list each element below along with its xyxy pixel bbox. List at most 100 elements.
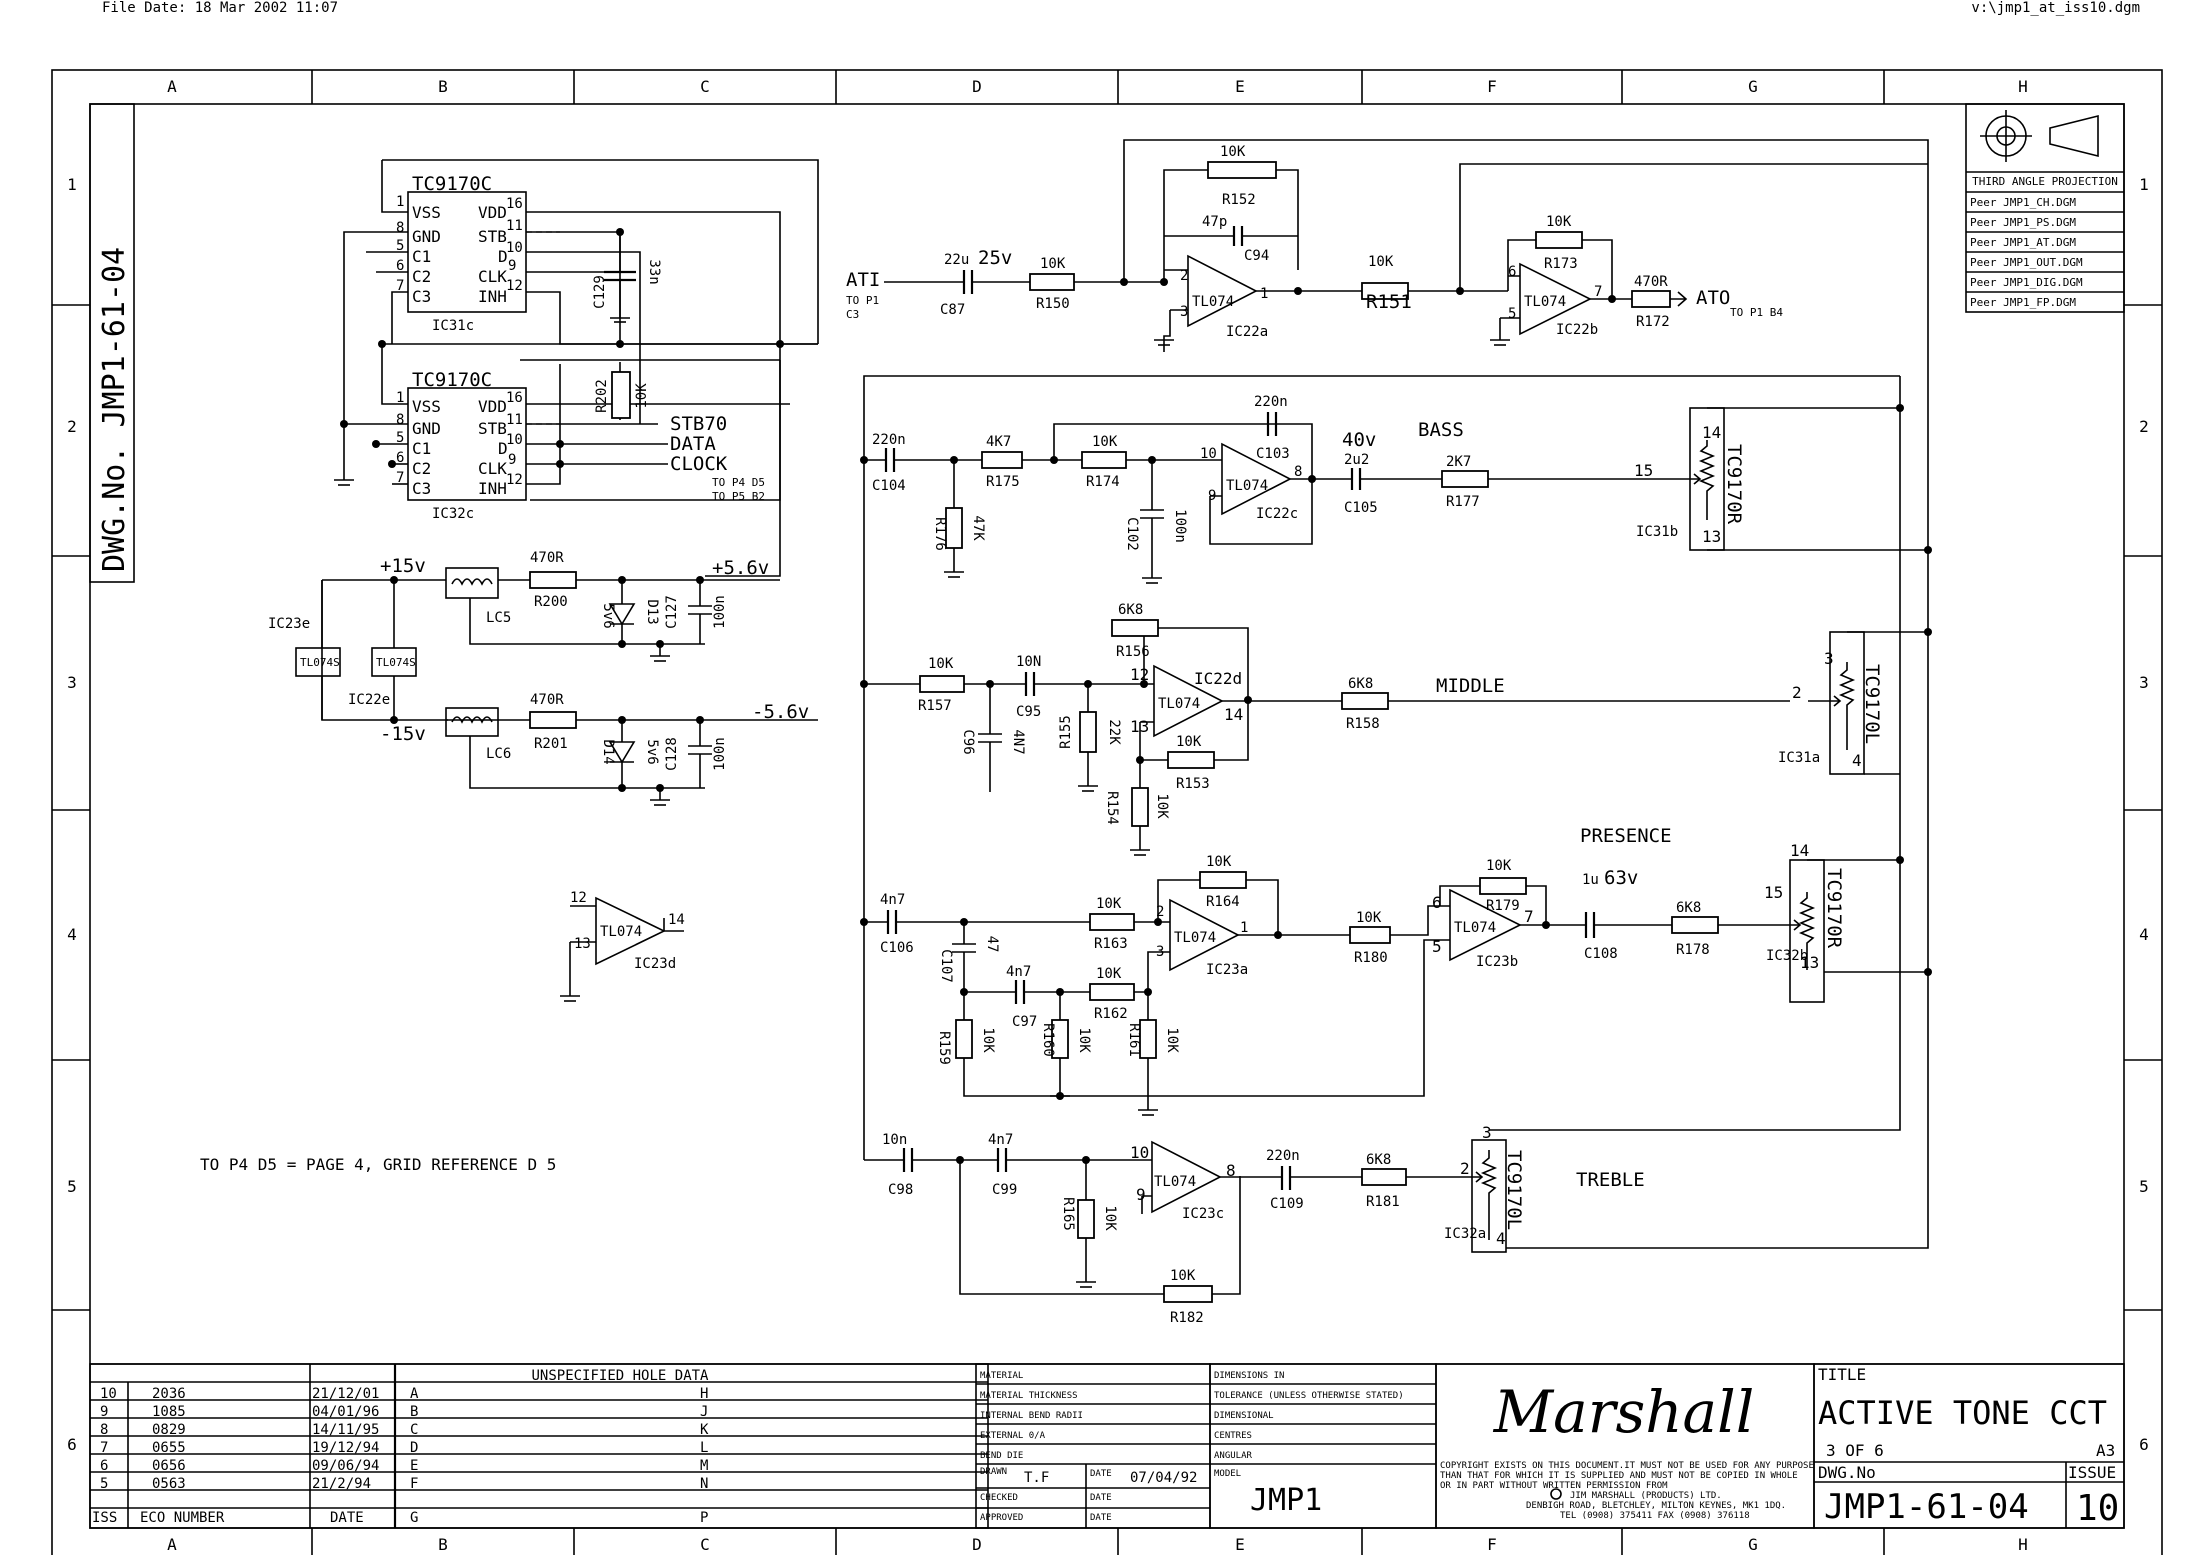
svg-text:3: 3 bbox=[1180, 304, 1188, 320]
svg-text:TITLE: TITLE bbox=[1818, 1365, 1866, 1384]
svg-text:9: 9 bbox=[508, 258, 516, 274]
ic22d-opamp bbox=[1153, 664, 1224, 738]
svg-text:25v: 25v bbox=[978, 247, 1012, 269]
svg-text:R151: R151 bbox=[1366, 291, 1412, 313]
r162-resistor bbox=[1089, 983, 1135, 1001]
svg-text:R165: R165 bbox=[1060, 1197, 1076, 1231]
svg-text:5v6: 5v6 bbox=[600, 603, 616, 628]
ic22a-opamp bbox=[1187, 254, 1258, 328]
svg-text:4: 4 bbox=[2139, 925, 2149, 944]
svg-text:TO P5 B2: TO P5 B2 bbox=[712, 490, 765, 503]
lc5-inductor bbox=[445, 567, 499, 599]
svg-text:R182: R182 bbox=[1170, 1310, 1204, 1326]
svg-text:13: 13 bbox=[1702, 527, 1721, 546]
svg-text:TL074: TL074 bbox=[1192, 294, 1234, 310]
svg-text:CHECKED: CHECKED bbox=[980, 1493, 1018, 1503]
drawing-title: ACTIVE TONE CCT bbox=[1818, 1394, 2107, 1432]
svg-text:TOLERANCE (UNLESS OTHERWISE ST: TOLERANCE (UNLESS OTHERWISE STATED) bbox=[1214, 1391, 1404, 1401]
svg-text:14/11/95: 14/11/95 bbox=[312, 1422, 379, 1438]
svg-text:DATE: DATE bbox=[330, 1510, 364, 1526]
d13-zener bbox=[608, 580, 636, 644]
svg-text:J: J bbox=[700, 1404, 708, 1420]
svg-text:TC9170L: TC9170L bbox=[1503, 1150, 1525, 1230]
svg-text:6: 6 bbox=[1432, 893, 1442, 912]
svg-text:15: 15 bbox=[1634, 461, 1653, 480]
svg-text:C1: C1 bbox=[412, 439, 431, 458]
marshall-logo: Marshall bbox=[1493, 1378, 1755, 1446]
svg-text:47p: 47p bbox=[1202, 214, 1227, 230]
svg-text:10K: 10K bbox=[634, 383, 650, 409]
dwg-vertical-number: DWG.No. JMP1-61-04 bbox=[97, 247, 132, 572]
file-path: v:\jmp1_at_iss10.dgm bbox=[1971, 0, 2140, 16]
svg-text:APPROVED: APPROVED bbox=[980, 1513, 1023, 1523]
svg-text:TC9170R: TC9170R bbox=[1723, 444, 1745, 525]
svg-text:22K: 22K bbox=[1106, 719, 1122, 745]
svg-text:R163: R163 bbox=[1094, 936, 1128, 952]
svg-text:T.F: T.F bbox=[1024, 1470, 1049, 1486]
svg-text:21/12/01: 21/12/01 bbox=[312, 1386, 379, 1402]
svg-text:R159: R159 bbox=[936, 1031, 952, 1065]
svg-text:LC6: LC6 bbox=[486, 746, 511, 762]
svg-text:JMP1: JMP1 bbox=[1250, 1483, 1322, 1518]
svg-text:CLOCK: CLOCK bbox=[670, 453, 728, 475]
svg-text:10N: 10N bbox=[1016, 654, 1041, 670]
ic32a-pot-box bbox=[1471, 1139, 1507, 1253]
lc6-inductor bbox=[445, 707, 499, 737]
svg-text:2: 2 bbox=[1460, 1159, 1470, 1178]
svg-text:DWG.No: DWG.No bbox=[1818, 1463, 1876, 1482]
svg-text:6: 6 bbox=[396, 258, 404, 274]
ic31b-pot bbox=[1698, 440, 1716, 520]
svg-text:C3: C3 bbox=[412, 287, 431, 306]
svg-text:UNSPECIFIED HOLE DATA: UNSPECIFIED HOLE DATA bbox=[531, 1368, 709, 1384]
svg-text:33n: 33n bbox=[646, 259, 662, 284]
r200-resistor bbox=[529, 571, 577, 589]
svg-text:C103: C103 bbox=[1256, 446, 1290, 462]
svg-text:E: E bbox=[1235, 77, 1245, 96]
svg-text:1: 1 bbox=[396, 390, 404, 406]
svg-text:4: 4 bbox=[1852, 751, 1862, 770]
r201-resistor bbox=[529, 711, 577, 729]
svg-text:R202: R202 bbox=[594, 379, 610, 413]
svg-text:1: 1 bbox=[2139, 175, 2149, 194]
ic22c-opamp bbox=[1221, 442, 1292, 516]
svg-text:INH: INH bbox=[478, 287, 507, 306]
svg-text:CLK: CLK bbox=[478, 459, 507, 478]
svg-text:TL074: TL074 bbox=[1524, 294, 1566, 310]
svg-text:M: M bbox=[700, 1458, 708, 1474]
svg-text:IC23d: IC23d bbox=[634, 956, 676, 972]
svg-text:6K8: 6K8 bbox=[1366, 1152, 1391, 1168]
svg-text:LC5: LC5 bbox=[486, 610, 511, 626]
svg-text:ISSUE: ISSUE bbox=[2068, 1463, 2116, 1482]
svg-text:C3: C3 bbox=[412, 479, 431, 498]
svg-text:MATERIAL THICKNESS: MATERIAL THICKNESS bbox=[980, 1391, 1078, 1401]
svg-text:R160: R160 bbox=[1040, 1023, 1056, 1057]
svg-text:10K: 10K bbox=[1368, 254, 1394, 270]
svg-text:2K7: 2K7 bbox=[1446, 454, 1471, 470]
svg-text:R177: R177 bbox=[1446, 494, 1480, 510]
svg-text:DRAWN: DRAWN bbox=[980, 1467, 1007, 1477]
svg-text:TL074: TL074 bbox=[1154, 1174, 1196, 1190]
r155-resistor bbox=[1079, 711, 1097, 753]
svg-text:10K: 10K bbox=[1220, 144, 1246, 160]
grid-reference-note: TO P4 D5 = PAGE 4, GRID REFERENCE D 5 bbox=[200, 1155, 556, 1174]
svg-text:GND: GND bbox=[412, 419, 441, 438]
svg-text:R200: R200 bbox=[534, 594, 568, 610]
svg-text:+15v: +15v bbox=[380, 555, 426, 577]
svg-text:K: K bbox=[700, 1422, 709, 1438]
svg-text:5: 5 bbox=[396, 430, 404, 446]
title-block: TITLE ACTIVE TONE CCT 3 OF 6 A3 DWG.No J… bbox=[1813, 1363, 2125, 1529]
svg-text:10n: 10n bbox=[882, 1132, 907, 1148]
svg-text:14: 14 bbox=[1224, 705, 1243, 724]
svg-text:8: 8 bbox=[100, 1422, 108, 1438]
svg-text:C98: C98 bbox=[888, 1182, 913, 1198]
svg-text:1: 1 bbox=[67, 175, 77, 194]
svg-text:7: 7 bbox=[100, 1440, 108, 1456]
r179-resistor bbox=[1479, 877, 1527, 895]
svg-text:INH: INH bbox=[478, 479, 507, 498]
svg-text:1: 1 bbox=[1240, 920, 1248, 936]
svg-text:40v: 40v bbox=[1342, 429, 1376, 451]
svg-text:TL074: TL074 bbox=[1158, 696, 1200, 712]
svg-text:3: 3 bbox=[1482, 1123, 1492, 1142]
ground-symbols bbox=[334, 470, 354, 486]
